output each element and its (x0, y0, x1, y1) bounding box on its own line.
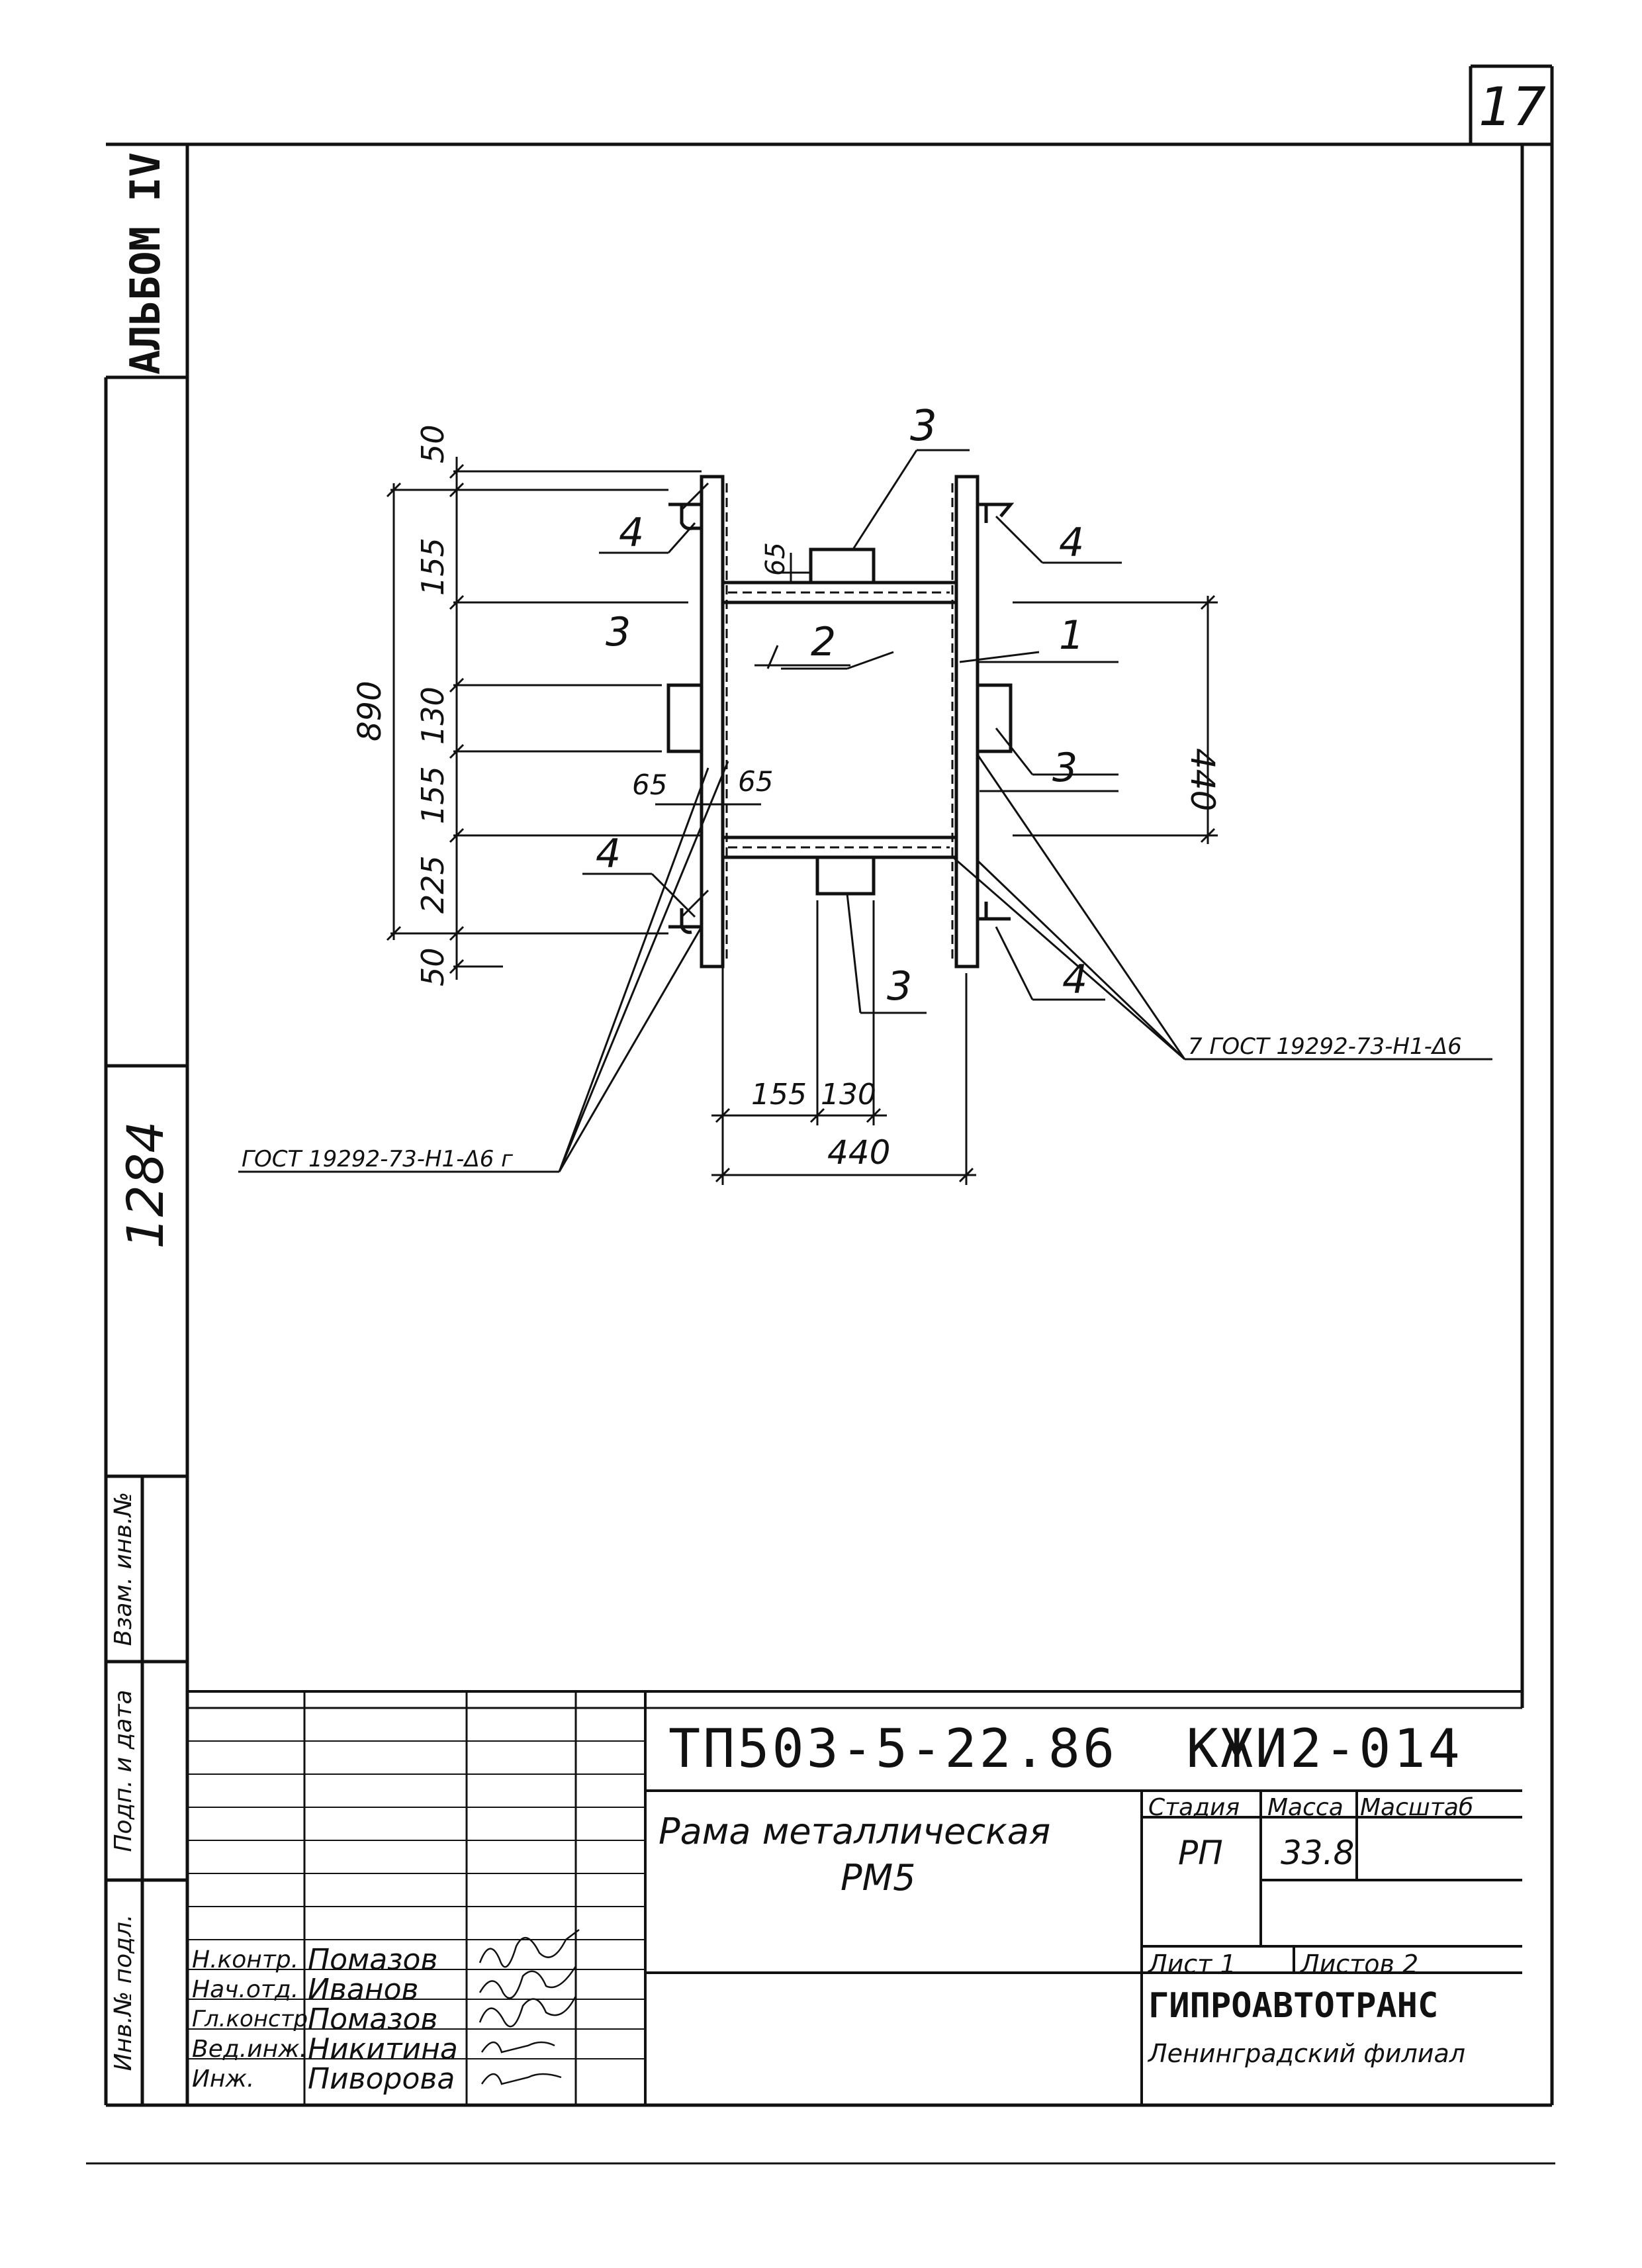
dim-440-right: 440 (1183, 748, 1222, 811)
signatures (479, 1929, 580, 2085)
role-5: Инж. (192, 2065, 255, 2093)
mass-header: Масса (1267, 1794, 1344, 1821)
bracket-tl (668, 502, 702, 530)
dim-155-b: 155 (415, 766, 451, 824)
scale-header: Масштаб (1360, 1794, 1474, 1821)
plate-bottom (815, 855, 876, 896)
dim-65-top: 65 (760, 542, 791, 576)
dim-50-top: 50 (415, 424, 451, 463)
plate-top (809, 547, 876, 585)
stage-header: Стадия (1148, 1794, 1240, 1821)
name-5: Пиворова (308, 2062, 455, 2096)
bracket-tr (978, 502, 1015, 523)
drawing-title-line1: Рама металлическая (659, 1811, 1051, 1852)
name-4: Никитина (308, 2032, 458, 2066)
sheet-label: Лист 1 (1148, 1950, 1236, 1979)
pos-4-tl: 4 (619, 510, 644, 556)
mass-value: 33.8 (1281, 1834, 1355, 1872)
document-code: ТП503-5-22.86 КЖИ2-014 (668, 1718, 1463, 1779)
role-2: Нач.отд. (192, 1976, 299, 2003)
sheet-number: 17 (1479, 76, 1546, 138)
pos-3-left: 3 (606, 609, 631, 655)
dim-130: 130 (415, 686, 451, 745)
dim-440-bottom: 440 (827, 1133, 890, 1172)
dim-65-left: 65 (632, 769, 667, 801)
plate-left (666, 683, 704, 753)
dim-65-right: 65 (738, 765, 773, 798)
pos-1: 1 (1059, 612, 1084, 659)
bracket-br (978, 902, 1011, 921)
dim-50-bottom: 50 (415, 947, 451, 986)
weld-note-left: ГОСТ 19292-73-Н1-Δ6 г (242, 1146, 514, 1172)
dim-130-bottom: 130 (821, 1078, 876, 1111)
drawing-title-line2: РМ5 (841, 1857, 916, 1899)
name-1: Помазов (308, 1943, 438, 1977)
pos-3-bottom: 3 (887, 963, 912, 1010)
pos-4-bl: 4 (596, 831, 621, 877)
pos-3-top: 3 (910, 402, 937, 451)
name-2: Иванов (308, 1973, 419, 2007)
role-4: Вед.инж. (192, 2036, 307, 2063)
bracket-bl (668, 908, 702, 934)
name-3: Помазов (308, 2003, 438, 2036)
pos-4-tr: 4 (1059, 520, 1084, 566)
weld-note-right: 7 ГОСТ 19292-73-Н1-Δ6 (1188, 1033, 1462, 1060)
pos-4-br: 4 (1062, 957, 1087, 1003)
pos-2: 2 (811, 619, 836, 665)
dim-890: 890 (351, 681, 388, 741)
sheets-label: Листов 2 (1300, 1950, 1419, 1979)
organization-name: ГИПРОАВТОТРАНС (1148, 1986, 1439, 2026)
pos-3-right: 3 (1052, 745, 1077, 791)
dim-155-bottom: 155 (751, 1078, 807, 1111)
stage-value: РП (1178, 1834, 1223, 1872)
dim-225: 225 (415, 855, 451, 914)
role-3: Гл.констр. (192, 2006, 315, 2032)
role-1: Н.контр. (192, 1946, 299, 1973)
dim-155-a: 155 (415, 538, 451, 596)
plate-right (976, 683, 1013, 753)
organization-branch: Ленинградский филиал (1148, 2039, 1466, 2068)
